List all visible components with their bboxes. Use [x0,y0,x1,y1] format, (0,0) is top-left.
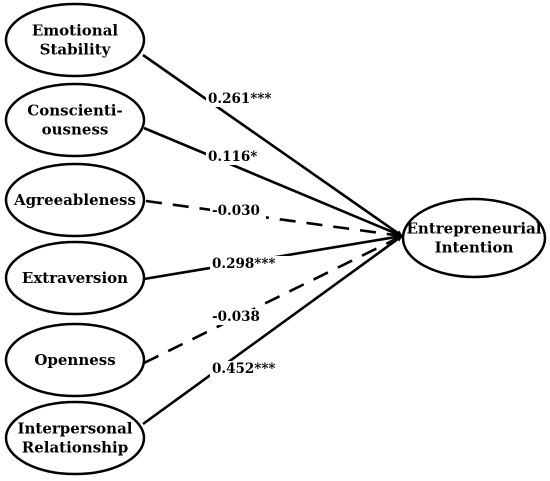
node-label-line: ousness [42,121,109,139]
coefficient-labels-layer: 0.261*** 0.116* -0.030 0.298*** -0.038 0.452*… [206,91,290,377]
coefficient-label-openness: -0.038 [212,309,260,325]
node-label-line: Extraversion [22,269,128,287]
node-agreeableness: Agreeableness [4,162,146,238]
node-label-line: Entrepreneurial [406,220,541,238]
path-openness-to-entrepreneurial-intention [143,234,403,365]
path-conscientiousness-to-entrepreneurial-intention [143,126,403,238]
coefficient-label-background [210,203,266,219]
node-ellipse [4,400,146,476]
node-ellipse [4,322,146,398]
coefficient-label-background [206,91,286,107]
node-label-line: Interpersonal [17,420,132,438]
node-label-line: Relationship [22,439,129,457]
node-label-line: Emotional [32,22,119,40]
coefficient-label-background [206,149,270,165]
coefficient-label-agreeableness: -0.030 [212,203,260,219]
nodes-layer: EmotionalStabilityConscienti-ousnessAgre… [4,2,547,476]
node-ellipse [401,197,547,279]
node-label-line: Conscienti- [27,102,122,120]
coefficient-label-emotional-stability: 0.261*** [208,91,271,107]
coefficient-label-extraversion: 0.298*** [212,256,275,272]
coefficient-label-background [210,256,290,272]
node-label-line: Intention [435,239,514,257]
node-openness: Openness [4,322,146,398]
node-ellipse [4,2,146,78]
node-ellipse [4,240,146,316]
path-agreeableness-to-entrepreneurial-intention [145,199,403,239]
coefficient-label-background [210,309,266,325]
coefficient-label-interpersonal-relationship: 0.452*** [212,361,275,377]
coefficient-label-background [210,361,290,377]
node-label-line: Agreeableness [13,191,136,209]
node-extraversion: Extraversion [4,240,146,316]
node-ellipse [4,162,146,238]
node-label-line: Openness [34,351,115,369]
path-emotional-stability-to-entrepreneurial-intention [142,53,403,238]
node-label-line: Stability [40,41,112,59]
coefficient-label-conscientiousness: 0.116* [208,149,257,165]
node-ellipse [4,82,146,158]
node-conscientiousness: Conscienti-ousness [4,82,146,158]
path-interpersonal-relationship-to-entrepreneurial-intention [142,234,403,426]
